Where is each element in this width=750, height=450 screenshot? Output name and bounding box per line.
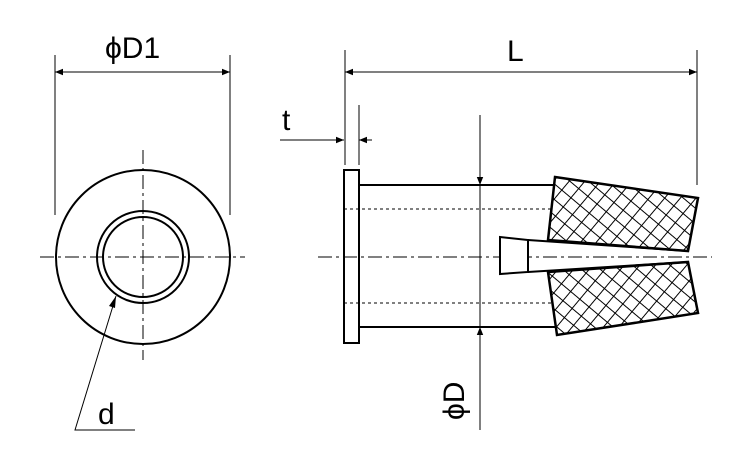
knurl-upper xyxy=(546,175,700,253)
slot-edge-top xyxy=(527,239,689,252)
knurl-lower xyxy=(546,260,700,337)
side-view xyxy=(280,50,712,430)
d-label: d xyxy=(98,398,115,431)
diameter-d-label: ϕD xyxy=(438,382,471,420)
l-label: L xyxy=(507,35,524,68)
t-label: t xyxy=(282,104,291,137)
slot-edge-bottom xyxy=(527,261,689,273)
end-view xyxy=(40,55,245,431)
d-leader-arrow xyxy=(109,296,116,308)
slot-wedge xyxy=(499,235,529,276)
d-leader-line xyxy=(74,295,135,431)
d1-label: ϕD1 xyxy=(105,32,160,65)
